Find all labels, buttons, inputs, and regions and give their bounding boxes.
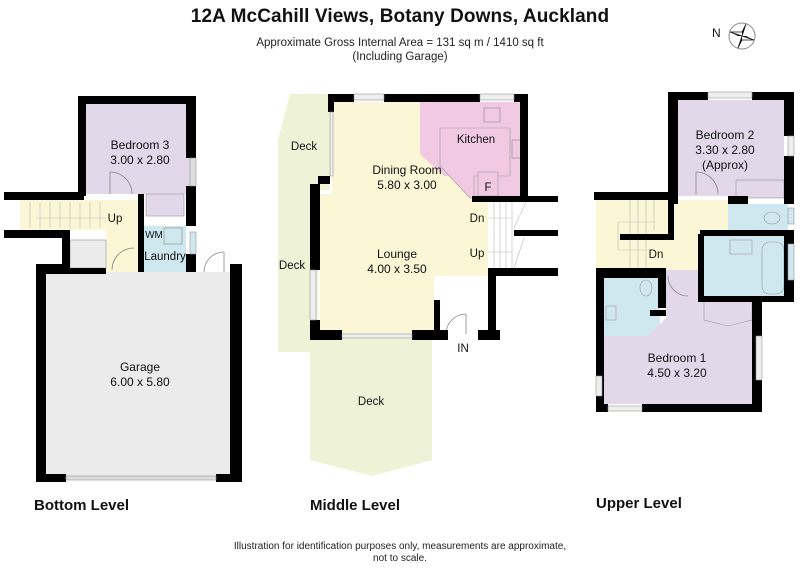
- room-name: Garage: [119, 360, 161, 374]
- bottom-level-plan: [4, 96, 242, 482]
- entrance-label: IN: [457, 343, 469, 355]
- stairs-up-label-middle: Up: [469, 248, 485, 260]
- disclaimer-line-1: Illustration for identification purposes…: [233, 541, 567, 552]
- north-label: N: [712, 26, 721, 40]
- stairs-down-label-middle: Dn: [469, 213, 485, 225]
- stairs-up-label-bottom: Up: [107, 213, 123, 225]
- room-name: Bedroom 3: [110, 138, 170, 152]
- area-summary: Approximate Gross Internal Area = 131 sq…: [0, 36, 800, 64]
- property-address-title: 12A McCahill Views, Botany Downs, Auckla…: [190, 6, 610, 27]
- disclaimer-line-2: not to scale.: [373, 553, 427, 564]
- upper-level-plan: [594, 91, 795, 412]
- compass-rose-icon: [728, 22, 756, 50]
- room-label-dining-room: Dining Room 5.80 x 3.00: [372, 163, 441, 193]
- room-label-garage: Garage 6.00 x 5.80: [110, 360, 169, 390]
- room-dims: 4.00 x 3.50: [367, 262, 427, 276]
- compass: N: [712, 20, 762, 54]
- room-name: Bedroom 1: [647, 351, 707, 365]
- room-label-bedroom-2: Bedroom 2 3.30 x 2.80 (Approx): [695, 128, 754, 173]
- room-dims: 3.30 x 2.80: [695, 143, 755, 157]
- gross-area-text: Approximate Gross Internal Area = 131 sq…: [256, 37, 544, 49]
- middle-level-plan: [278, 93, 558, 476]
- room-label-bedroom-3: Bedroom 3 3.00 x 2.80: [110, 138, 169, 168]
- room-dims: 4.50 x 3.20: [647, 366, 707, 380]
- level-caption-middle: Middle Level: [310, 497, 401, 514]
- room-name: Bedroom 2: [695, 128, 755, 142]
- deck-label-side: Deck: [278, 260, 306, 272]
- room-label-bedroom-1: Bedroom 1 4.50 x 3.20: [647, 351, 706, 381]
- disclaimer: Illustration for identification purposes…: [0, 541, 800, 565]
- fridge-label: F: [484, 182, 492, 194]
- washer-label: WM: [145, 230, 163, 241]
- room-label-deck: Deck: [357, 396, 385, 408]
- level-caption-bottom: Bottom Level: [34, 497, 130, 514]
- room-name: Dining Room: [372, 163, 442, 177]
- room-label-kitchen: Kitchen: [456, 134, 496, 146]
- room-note: (Approx): [701, 158, 749, 172]
- room-dims: 5.80 x 3.00: [377, 178, 437, 192]
- room-dims: 3.00 x 2.80: [110, 153, 170, 167]
- deck-label-upper: Deck: [290, 141, 318, 153]
- level-caption-upper: Upper Level: [596, 495, 682, 512]
- room-label-lounge: Lounge 4.00 x 3.50: [367, 247, 426, 277]
- area-note-text: (Including Garage): [352, 51, 448, 63]
- room-dims: 6.00 x 5.80: [110, 375, 170, 389]
- room-label-laundry: Laundry: [144, 251, 186, 263]
- stairs-down-label-upper: Dn: [648, 249, 664, 261]
- room-name: Lounge: [376, 247, 418, 261]
